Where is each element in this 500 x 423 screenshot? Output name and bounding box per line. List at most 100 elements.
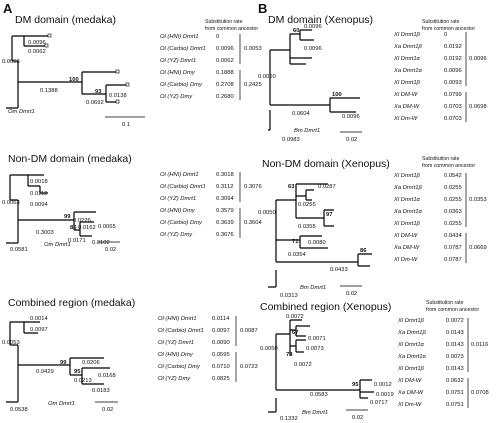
taxa-labels: Ol (HNI) Dmrt1 Ol (Carbio) Dmrt1 Ol (YZ)… <box>160 172 206 238</box>
branch-length: 0.3003 <box>36 230 54 236</box>
group-mean-rate: 0.0353 <box>469 197 487 203</box>
branch-length: 0.0094 <box>30 202 49 208</box>
taxon-label: Ol (HNI) Dmy <box>160 208 196 214</box>
branch-length: 0.0073 <box>306 346 324 352</box>
taxon-label: Ol (YZ) Dmrt1 <box>160 196 196 202</box>
outgroup-label: Bm Dmrt1 <box>300 285 326 291</box>
rate-value: 0 <box>216 34 219 40</box>
rate-value: 0.0632 <box>446 378 464 384</box>
branch-length: 0.0206 <box>82 360 100 366</box>
rate-value: 0.0073 <box>446 354 464 360</box>
section-title: DM domain (Xenopus) <box>268 14 373 26</box>
taxon-label: Ol (YZ) Dmy <box>160 94 193 100</box>
taxon-label: Xl Dm-W <box>393 257 418 263</box>
tree-branches <box>268 319 374 413</box>
panel-b-non-dm-domain: Non-DM domain (Xenopus) Substitution rat… <box>258 156 487 299</box>
bootstrap-value: 60 <box>293 28 299 34</box>
taxon-label: Xl Dmrt1β <box>393 173 421 179</box>
taxon-label: Xl Dmrt1α <box>393 56 421 62</box>
branch-length: 0.0014 <box>30 316 49 322</box>
taxon-label: Xl Dmrt1β <box>397 318 425 324</box>
taxon-label: Xa DM-W <box>397 390 424 396</box>
taxa-labels: Ol (HNI) Dmrt1 Ol (Carbio) Dmrt1 Ol (YZ)… <box>158 316 204 382</box>
tree-branches <box>6 321 40 403</box>
bootstrap-value: 99 <box>60 360 67 366</box>
branch-length: 0.0018 <box>30 179 48 185</box>
branch-length: 0.0692 <box>86 100 104 106</box>
scale-label: 0.02 <box>352 415 363 421</box>
taxon-label: Xl Dm-W <box>393 116 418 122</box>
branch-length: 0.0168 <box>98 373 116 379</box>
taxon-label: Xl Dmrt1β <box>393 80 421 86</box>
branch-length: 0.0096 <box>304 24 322 30</box>
branch-length: 0.0050 <box>258 210 276 216</box>
bootstrap-value: 100 <box>332 92 342 98</box>
branch-length: 0.0096 <box>28 40 46 46</box>
rate-value: 0.2708 <box>216 82 234 88</box>
taxon-label: Xl DM-W <box>397 378 422 384</box>
group-mean-rate: 0.0053 <box>244 46 262 52</box>
rate-header-line2: from common ancestor <box>422 26 475 32</box>
rate-values: 0.0542 0.0255 0.0255 0.0363 0.0255 0.043… <box>444 173 463 263</box>
branch-length: 0.0071 <box>308 336 326 342</box>
section-title: Non-DM domain (medaka) <box>8 153 132 165</box>
outgroup-label: Bm Dmrt1 <box>294 128 320 134</box>
tip-marker <box>115 99 120 104</box>
scale-label: 0.02 <box>346 291 357 297</box>
taxa-labels: Ol (HNI) Dmrt1 Ol (Carbio) Dmrt1 Ol (YZ)… <box>160 34 206 100</box>
taxa-labels: Xl Dmrt1β Xa Dmrt1β Xl Dmrt1α Xa Dmrt1α … <box>393 32 422 122</box>
branch-length: 0.0053 <box>2 340 20 346</box>
rate-values: 0 0.0192 0.0192 0.0096 0.0093 0.0799 0.0… <box>444 32 462 122</box>
group-mean-rate: 0.2425 <box>244 82 262 88</box>
branch-length: 0.0072 <box>286 314 304 320</box>
branch-length: 0.0581 <box>10 247 28 253</box>
taxon-label: Xl Dmrt1β <box>397 366 425 372</box>
bootstrap-value: 93 <box>95 89 102 95</box>
section-title: Combined region (Xenopus) <box>260 301 391 313</box>
scale-label: 0.1 <box>122 122 130 128</box>
bootstrap-value: 86 <box>70 225 77 231</box>
bootstrap-value: 71 <box>292 239 299 245</box>
rate-values: 0.0072 0.0143 0.0143 0.0073 0.0143 0.063… <box>446 318 464 408</box>
branch-length: 0.0255 <box>298 202 316 208</box>
rate-value: 0.0751 <box>446 402 464 408</box>
branch-length: 0.0012 <box>374 382 392 388</box>
rate-value: 0.0710 <box>212 364 230 370</box>
branch-length: 0.0063 <box>2 200 20 206</box>
rate-value: 0.0595 <box>212 352 230 358</box>
panel-b-combined-region: Combined region (Xenopus) Substitution r… <box>260 300 489 422</box>
taxon-label: Xa DM-W <box>393 245 420 251</box>
outgroup-label: Bm Dmrt1 <box>302 410 328 416</box>
rate-value: 0.0787 <box>444 257 462 263</box>
rate-header-line2: from common ancestor <box>205 26 258 32</box>
bootstrap-value: 67 <box>292 330 298 336</box>
rate-header-line1: Substitution rate <box>205 19 243 25</box>
bootstrap-value: 95 <box>74 369 81 375</box>
branch-length: 0.0096 <box>304 46 322 52</box>
rate-value: 0.0096 <box>444 68 462 74</box>
rate-value: 0.0114 <box>212 316 230 322</box>
group-mean-rate: 0.0669 <box>469 245 487 251</box>
outgroup-label: Om Dmrt1 <box>44 242 71 248</box>
rate-value: 0.0703 <box>444 116 462 122</box>
taxon-label: Xl Dm-W <box>397 402 422 408</box>
rate-value: 0.0799 <box>444 92 462 98</box>
rate-value: 0.3639 <box>216 220 234 226</box>
group-mean-rate: 0.0087 <box>240 328 258 334</box>
section-title: DM domain (medaka) <box>15 14 116 26</box>
branch-length: 0.0053 <box>2 59 20 65</box>
taxon-label: Xa Dmrt1α <box>397 354 426 360</box>
taxon-label: Ol (Carbio) Dmrt1 <box>160 46 206 52</box>
taxon-label: Xa Dmrt1α <box>393 209 422 215</box>
rate-value: 0.0363 <box>444 209 462 215</box>
group-mean-rate: 0.3604 <box>244 220 263 226</box>
panel-b-dm-domain: DM domain (Xenopus) Substitution rate fr… <box>258 14 487 143</box>
rate-value: 0.0434 <box>444 233 463 239</box>
taxon-label: Ol (Carbio) Dmrt1 <box>158 328 204 334</box>
rate-value: 0.3579 <box>216 208 234 214</box>
panel-a-non-dm-domain: Non-DM domain (medaka) 0.0063 0.0018 0.0… <box>2 153 263 253</box>
rate-header-line1: Substitution rate <box>422 19 460 25</box>
branch-length: 0.0019 <box>376 392 394 398</box>
group-mean-rate: 0.0096 <box>469 56 487 62</box>
taxon-label: Xl Dmrt1α <box>393 197 421 203</box>
